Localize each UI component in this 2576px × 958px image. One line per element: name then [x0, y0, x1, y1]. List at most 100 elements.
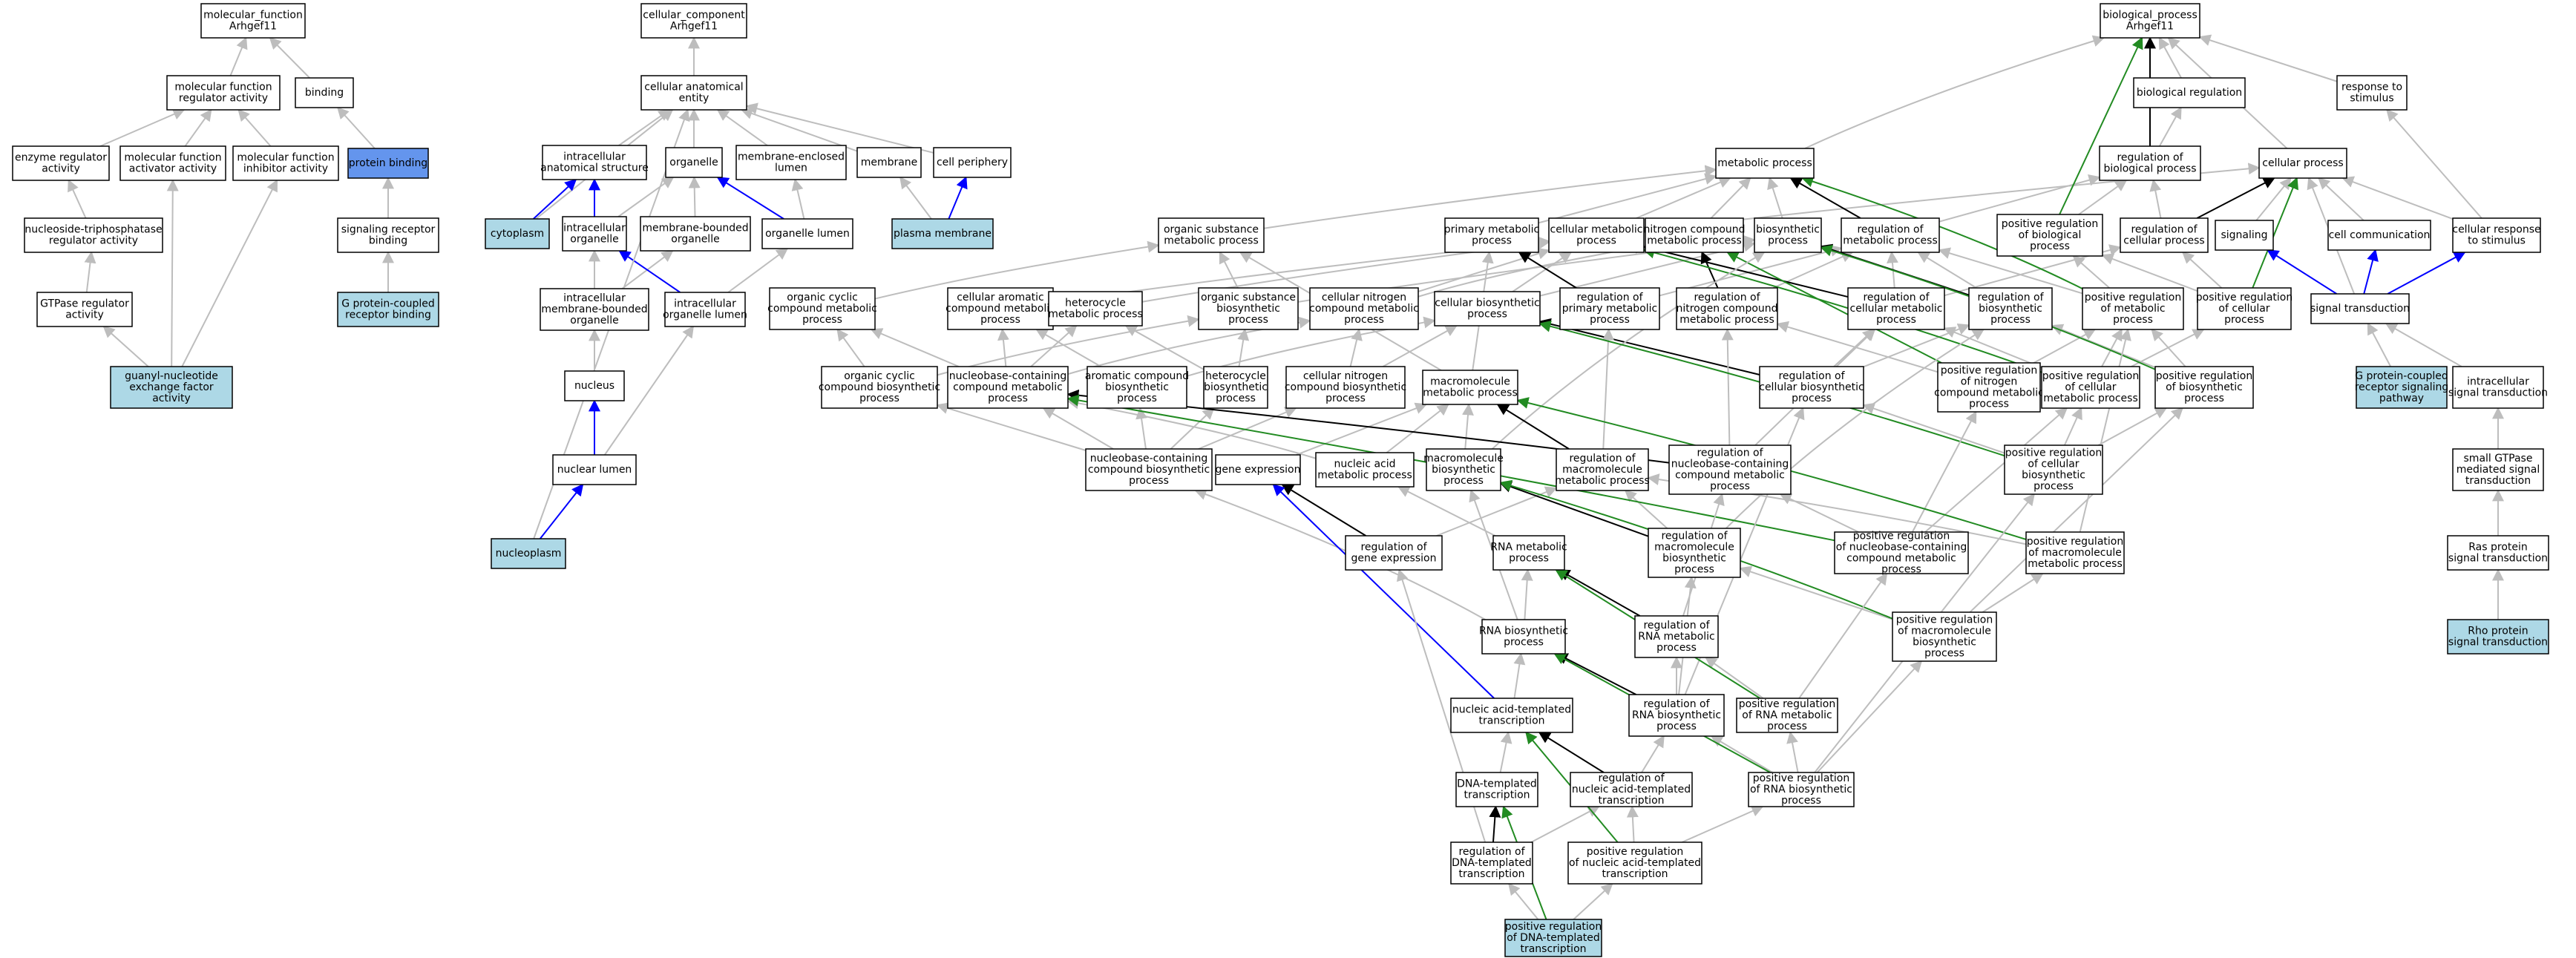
term-node-organelle[interactable]: organelle [665, 147, 723, 178]
edge-is-a [936, 402, 1087, 451]
term-node-bio-reg[interactable]: biological regulation [2133, 77, 2246, 108]
term-node-nuclear-lumen[interactable]: nuclear lumen [552, 454, 637, 485]
term-node-metabolic[interactable]: metabolic process [1715, 148, 1815, 179]
term-node-signal-transduction[interactable]: signal transduction [2310, 293, 2410, 324]
term-node-nucleus[interactable]: nucleus [564, 370, 625, 401]
term-node-cellular-process[interactable]: cellular process [2258, 148, 2347, 179]
term-node-cytoplasm[interactable]: cytoplasm [485, 218, 550, 249]
term-node-binding[interactable]: binding [295, 77, 354, 108]
term-node-protein-binding[interactable]: protein binding [347, 148, 429, 179]
term-node-nucleoplasm[interactable]: nucleoplasm [491, 538, 566, 569]
term-node-gene-expr[interactable]: gene expression [1215, 454, 1301, 485]
term-node-organelle-lumen[interactable]: organelle lumen [761, 218, 853, 249]
term-node-cell-comm[interactable]: cell communication [2327, 220, 2431, 251]
term-node-plasma-membrane[interactable]: plasma membrane [891, 218, 994, 249]
term-node-cell-periphery[interactable]: cell periphery [933, 147, 1012, 178]
term-node-membrane[interactable]: membrane [856, 147, 922, 178]
term-box [891, 218, 994, 249]
term-node-signaling[interactable]: signaling [2215, 220, 2274, 251]
